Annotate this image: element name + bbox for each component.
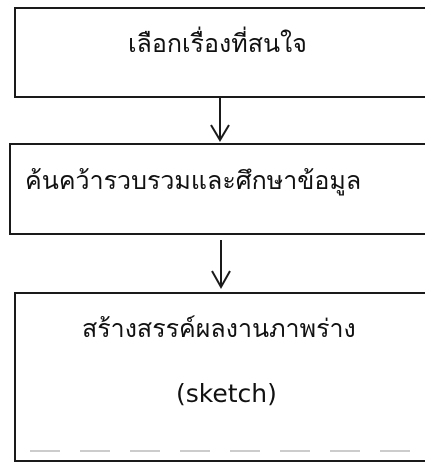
- step-2-label: ค้นคว้ารวบรวมและศึกษาข้อมูล: [25, 166, 362, 195]
- step-3-sublabel: (sketch): [176, 379, 277, 408]
- step-1-label: เลือกเรื่องที่สนใจ: [128, 29, 307, 58]
- down-arrow-icon: [211, 240, 231, 290]
- dashed-divider: [30, 450, 425, 452]
- down-arrow-icon: [210, 98, 230, 142]
- step-3-label: สร้างสรรค์ผลงานภาพร่าง: [82, 314, 356, 343]
- step-2-box: ค้นคว้ารวบรวมและศึกษาข้อมูล: [9, 143, 425, 235]
- step-1-box: เลือกเรื่องที่สนใจ: [14, 7, 425, 98]
- step-3-box: สร้างสรรค์ผลงานภาพร่าง (sketch): [14, 292, 425, 462]
